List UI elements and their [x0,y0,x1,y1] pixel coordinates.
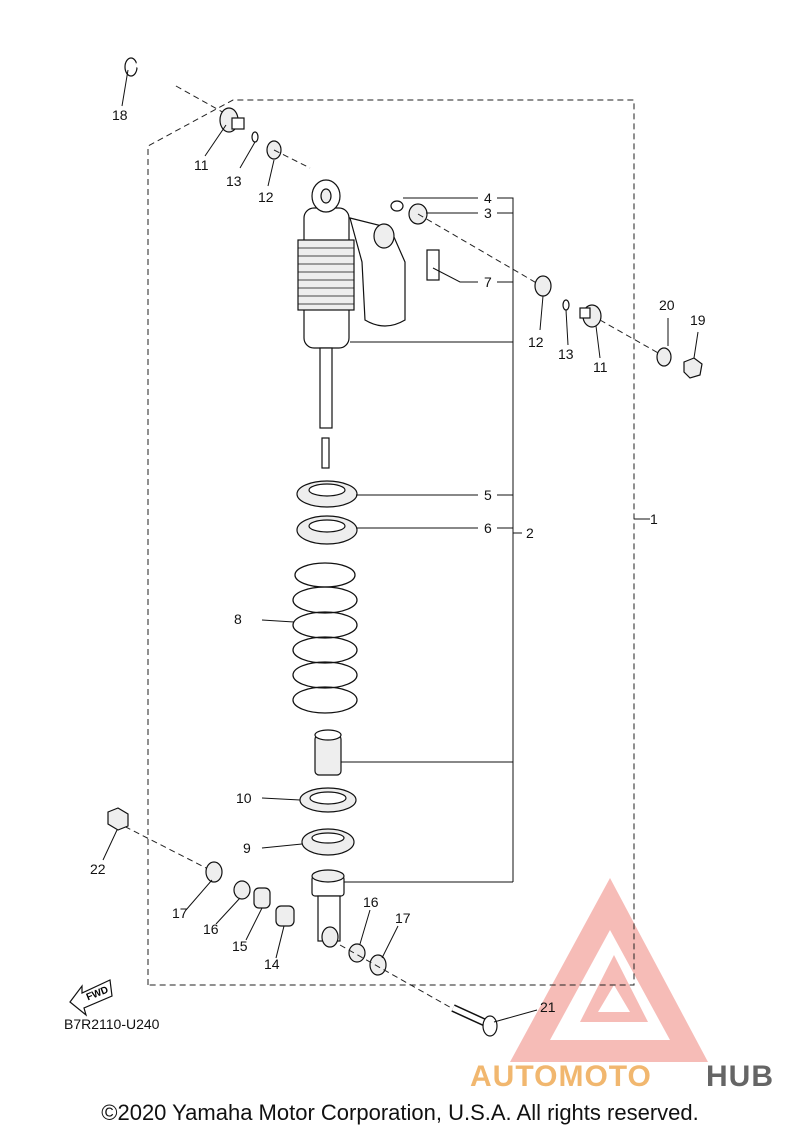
o-ring-13-top [251,131,259,143]
callout-6: 6 [484,520,492,536]
callout-9: 9 [243,840,251,856]
callout-16-left: 16 [203,921,219,937]
collar-11-right [579,304,602,328]
callout-7: 7 [484,274,492,290]
assembly-boundary [147,99,635,986]
callout-2: 2 [526,525,534,541]
watermark-text-part2: HUB [706,1060,774,1093]
leader-lines [102,69,699,1023]
callout-21: 21 [540,999,556,1015]
washer-20 [656,347,672,367]
spring-8 [292,562,358,714]
callout-15: 15 [232,938,248,954]
callout-12-top: 12 [258,189,274,205]
fwd-arrow-icon: FWD [69,979,113,1017]
o-ring-4 [390,200,404,212]
o-ring-13-right [562,299,570,311]
washer-17-right [369,954,387,976]
callout-22: 22 [90,861,106,877]
callout-13-right: 13 [558,346,574,362]
adjuster-nut-5 [296,480,358,508]
washer-12-right [534,275,552,297]
lower-clevis [311,869,345,948]
diagram-code: B7R2110-U240 [64,1016,160,1032]
callout-14: 14 [264,956,280,972]
watermark-text: AUTOMOTO HUB [470,1060,774,1093]
callout-18: 18 [112,107,128,123]
collar-11-top [219,107,245,133]
callout-1: 1 [650,511,658,527]
callout-12-right: 12 [528,334,544,350]
callout-16-right: 16 [363,894,379,910]
callout-11-top: 11 [194,157,209,173]
bearing-14 [275,905,295,927]
watermark-logo-triangle [510,878,708,1062]
bolt-21 [451,1004,498,1037]
callout-13-top: 13 [226,173,242,189]
nut-19 [683,357,703,379]
callout-5: 5 [484,487,492,503]
callout-17-left: 17 [172,905,188,921]
oil-seal-16-right [348,943,366,963]
callout-4: 4 [484,190,492,206]
callout-numbers: 1 2 3 4 5 6 7 8 9 10 11 11 12 12 12 13 1… [90,107,706,1015]
callout-3: 3 [484,205,492,221]
bolt-18 [124,57,227,115]
washer-17-left [205,861,223,883]
copyright-notice: ©2020 Yamaha Motor Corporation, U.S.A. A… [101,1100,699,1125]
label-7-sticker [426,249,440,281]
callout-20: 20 [659,297,675,313]
watermark-text-part1: AUTOMOTO [470,1060,652,1093]
locknut-6 [296,515,358,545]
bump-stop [314,729,342,776]
callout-19: 19 [690,312,706,328]
collar-15 [253,887,271,909]
callout-8: 8 [234,611,242,627]
shock-absorber-body [297,179,406,469]
callout-10: 10 [236,790,252,806]
callout-17-right: 17 [395,910,411,926]
callout-11-right: 11 [593,359,608,375]
oil-seal-16-left [233,880,251,900]
nut-22 [107,807,129,831]
